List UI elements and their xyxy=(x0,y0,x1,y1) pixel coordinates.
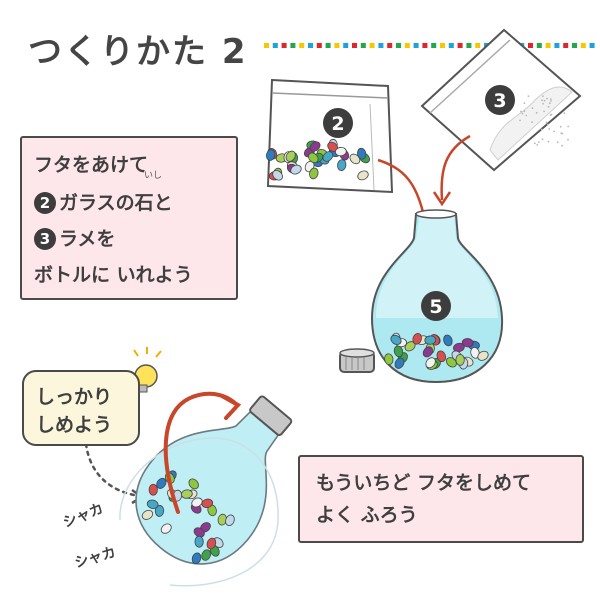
dotted-arrow xyxy=(84,442,145,505)
ruby-ishi: いし xyxy=(144,171,163,181)
glass-stones-bag-icon: 2 xyxy=(266,78,394,194)
instruction-line-2-text: ガラスの石と xyxy=(59,192,173,214)
shake-line-1: もういちど フタをしめて xyxy=(316,472,532,494)
instruction-line-1: フタをあけて xyxy=(34,154,149,176)
shake-arrow-icon xyxy=(163,391,242,514)
badge-3: 3 xyxy=(493,90,506,112)
instruction-line-4: ボトルに いれよう xyxy=(34,264,193,286)
instruction-line-3-text: ラメを xyxy=(59,228,116,250)
badge-5: 5 xyxy=(429,296,442,318)
bubble-line-1: しっかり xyxy=(36,386,113,408)
title-stripe xyxy=(264,43,595,48)
cap-icon xyxy=(339,348,375,373)
arrow-icon xyxy=(440,134,471,201)
page-title: つくりかた 2 xyxy=(28,32,248,72)
bubble-line-2: しめよう xyxy=(36,414,113,436)
instructions-box xyxy=(20,136,238,300)
tip-bubble: しっかり しめよう xyxy=(22,370,140,446)
step-badge-3: 3 xyxy=(34,228,56,250)
shake-instruction-box xyxy=(298,455,584,543)
shake-line-2: よく ふろう xyxy=(316,504,418,526)
badge-2: 2 xyxy=(331,113,344,135)
step-badge-2: 2 xyxy=(34,192,56,214)
glitter-bag-icon: 3 xyxy=(420,28,582,172)
bottle-icon: 5 xyxy=(370,209,504,384)
shaking-bottle-icon xyxy=(135,395,293,565)
